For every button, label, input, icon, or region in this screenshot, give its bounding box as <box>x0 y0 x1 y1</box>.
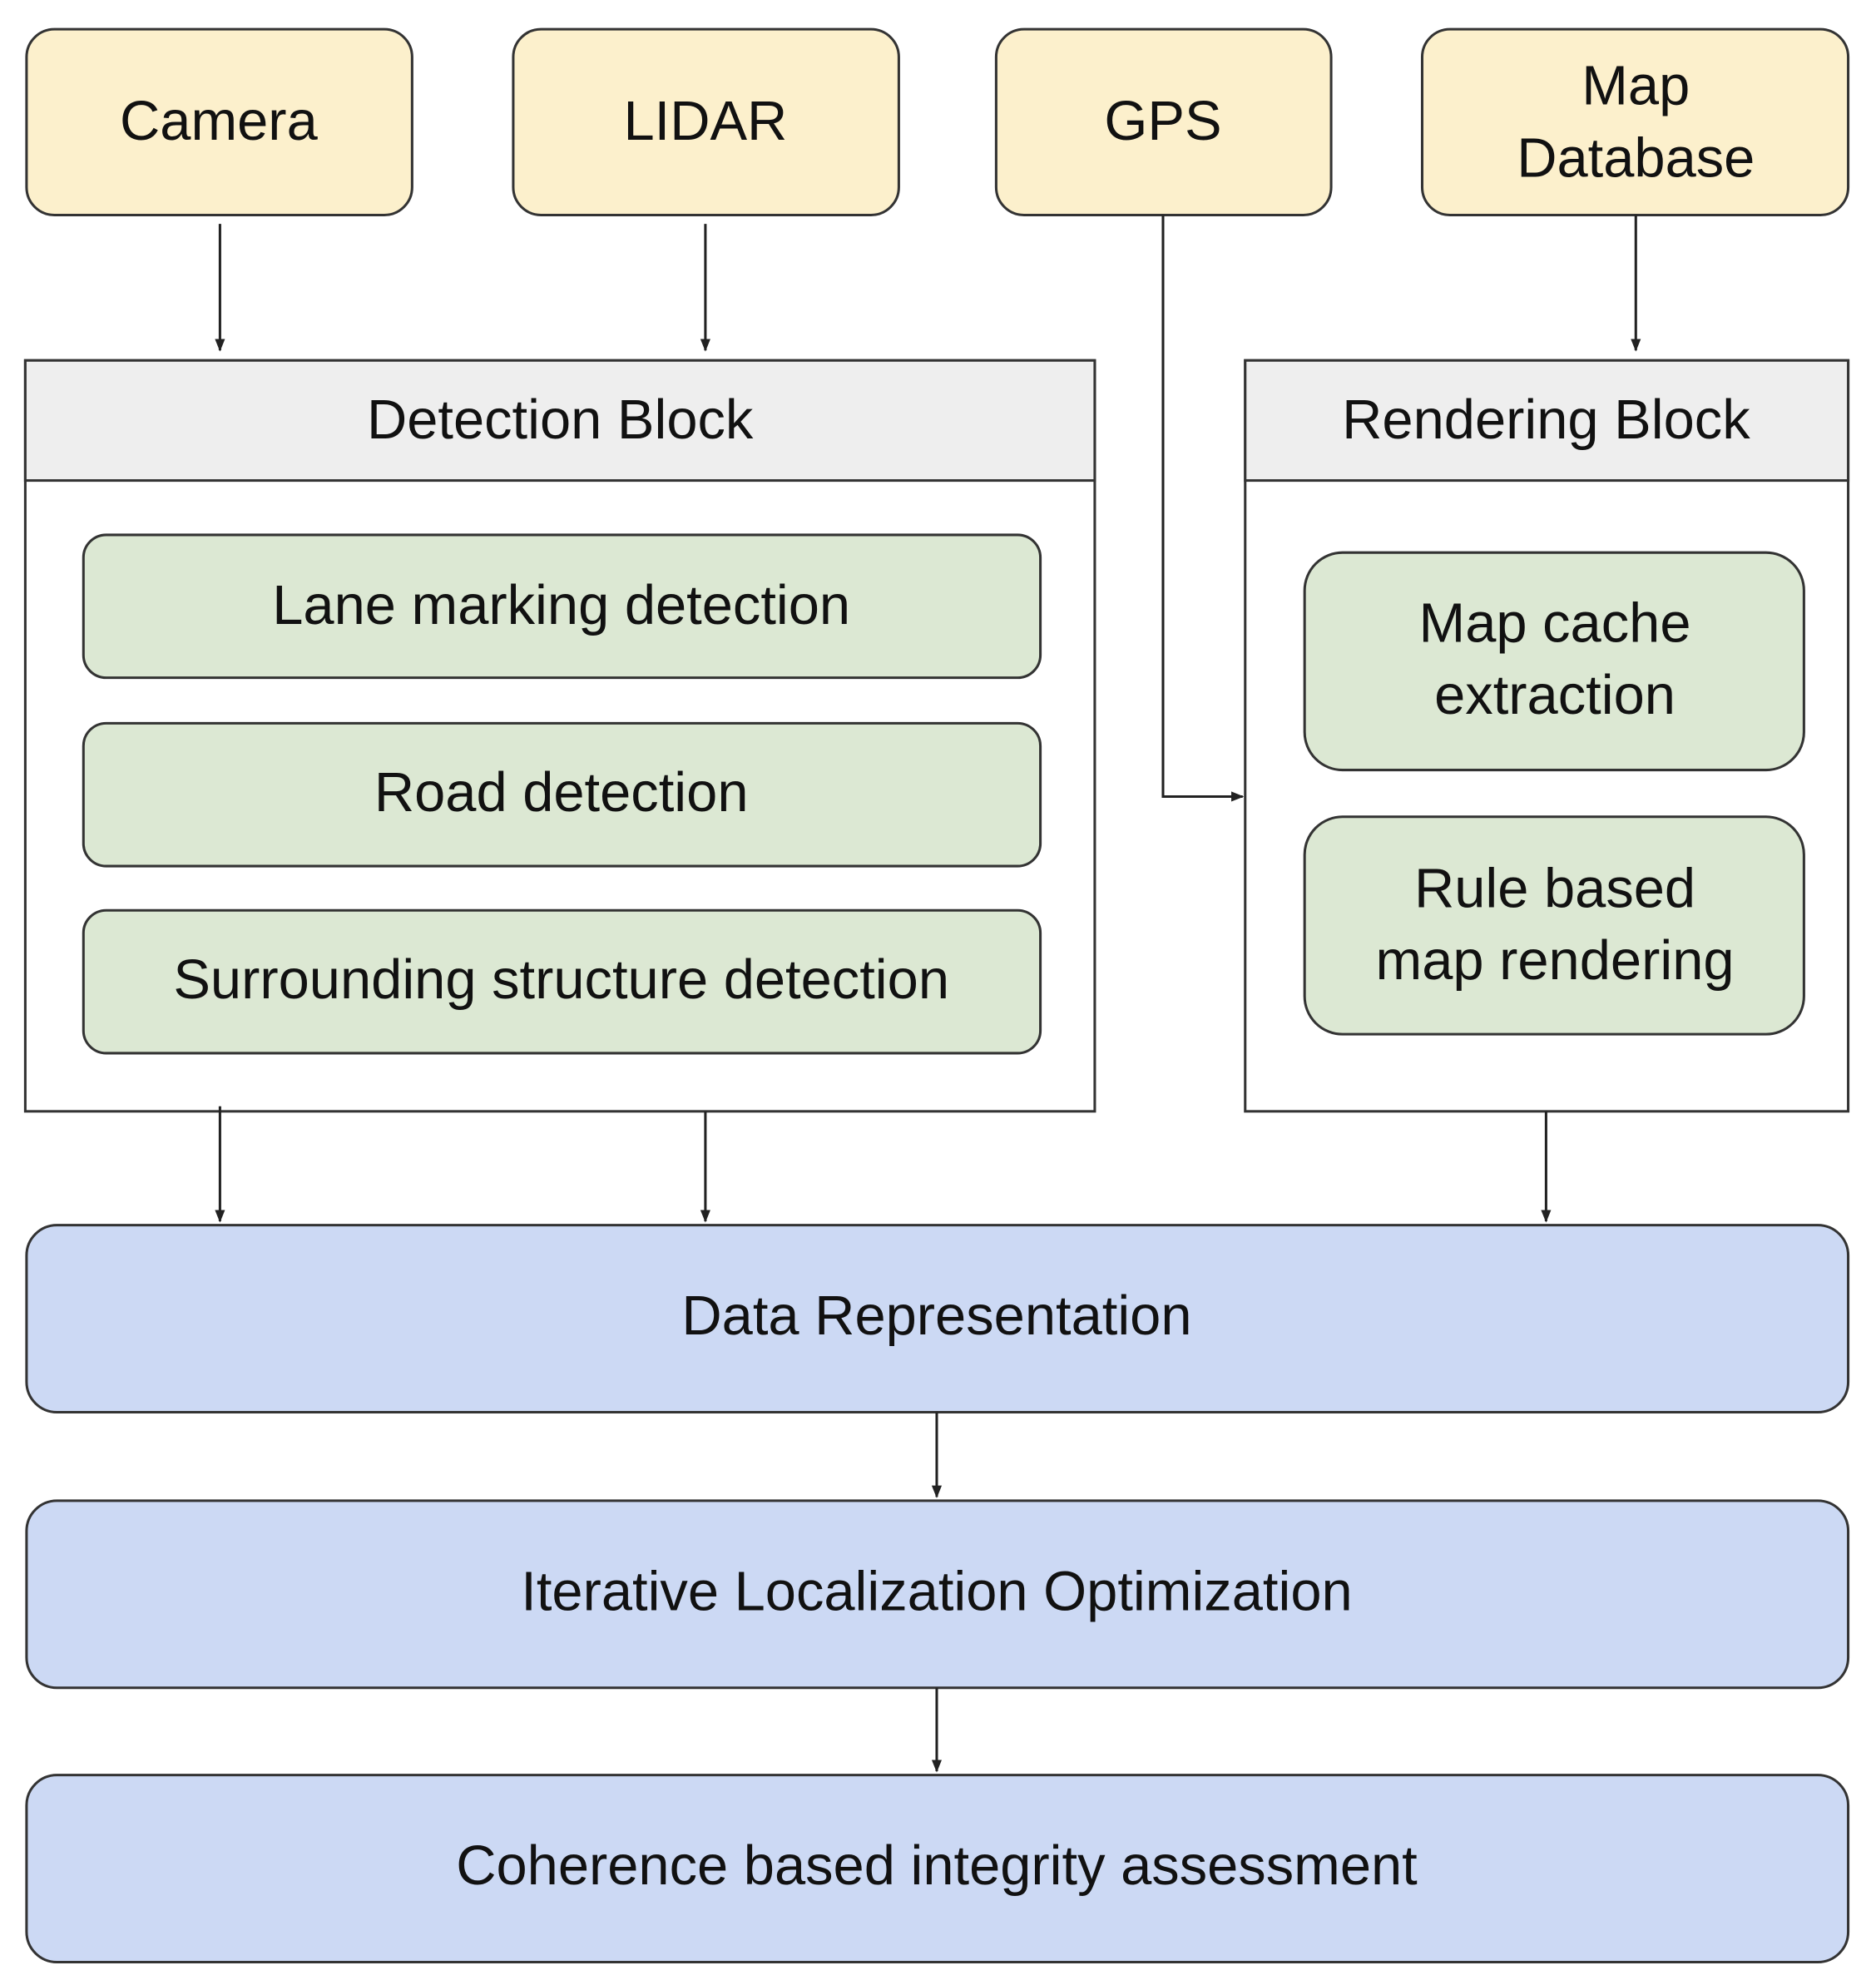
map-cache-extraction-label-line1: Map cache <box>1419 592 1691 655</box>
rendering-block: Rendering Block Map cache extraction Rul… <box>1244 359 1850 1113</box>
input-map-database-label-line1: Map <box>1581 55 1690 117</box>
data-representation-label: Data Representation <box>681 1285 1191 1347</box>
input-gps-label: GPS <box>1104 90 1221 152</box>
coherence-integrity-assessment: Coherence based integrity assessment <box>25 1774 1850 1964</box>
detection-block-title: Detection Block <box>367 389 754 451</box>
arrow-gps-to-rendering <box>1161 215 1245 802</box>
surrounding-structure-detection-label: Surrounding structure detection <box>173 948 949 1011</box>
coherence-integrity-assessment-label: Coherence based integrity assessment <box>456 1834 1418 1897</box>
input-map-database-label-line2: Database <box>1517 126 1755 189</box>
input-lidar: LIDAR <box>512 27 900 217</box>
rendering-block-title: Rendering Block <box>1342 389 1750 451</box>
map-cache-extraction-label-line2: extraction <box>1434 664 1676 726</box>
input-map-database: Map Database <box>1420 27 1850 217</box>
iterative-localization-optimization-label: Iterative Localization Optimization <box>521 1560 1352 1622</box>
iterative-localization-optimization: Iterative Localization Optimization <box>25 1499 1850 1690</box>
rule-based-map-rendering-label-line2: map rendering <box>1376 929 1735 992</box>
rule-based-map-rendering-box <box>1303 815 1805 1036</box>
input-gps: GPS <box>994 27 1333 217</box>
road-detection-label: Road detection <box>374 761 749 824</box>
input-lidar-label: LIDAR <box>623 90 787 152</box>
input-camera: Camera <box>25 27 413 217</box>
data-representation: Data Representation <box>25 1224 1850 1414</box>
map-cache-extraction-box <box>1303 551 1805 772</box>
lane-marking-detection-label: Lane marking detection <box>272 574 850 636</box>
rule-based-map-rendering-label-line1: Rule based <box>1414 858 1695 920</box>
road-detection-box <box>82 721 1042 868</box>
input-camera-label: Camera <box>120 90 319 152</box>
lane-marking-detection-box <box>82 533 1042 680</box>
detection-block: Detection Block Lane marking detection R… <box>23 359 1096 1113</box>
surrounding-structure-detection-box <box>82 908 1042 1055</box>
